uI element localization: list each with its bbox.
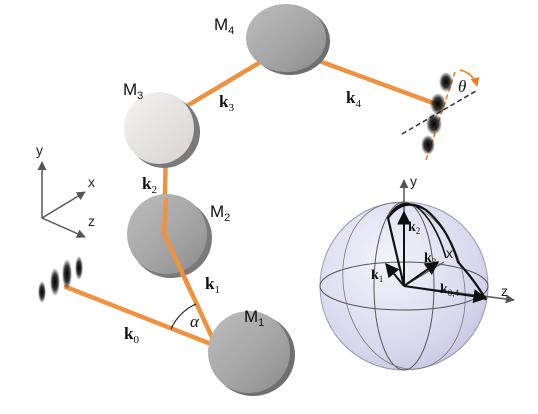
label-k0: k0 [124, 324, 139, 346]
sphere-label-k04: k0,4 [440, 282, 460, 298]
frame-label-x: x [88, 174, 95, 190]
mirror-m4 [246, 4, 330, 75]
theta-arrow [459, 69, 480, 87]
sphere-label-k2: k2 [408, 220, 420, 236]
input-pulse [38, 256, 83, 303]
sphere-label-z: z [501, 283, 508, 299]
sphere-label-k1: k1 [371, 268, 383, 284]
label-m2: M2 [210, 202, 230, 224]
label-m1: M1 [244, 307, 264, 329]
sphere [319, 179, 515, 371]
sphere-vector-k1 [385, 262, 405, 287]
frame-z-axis [41, 217, 86, 238]
frame-x-axis [41, 191, 86, 219]
beam-k2-front [161, 197, 169, 236]
sphere-label-x: x [446, 245, 453, 261]
output-pulse: θ [401, 69, 480, 161]
sphere-label-k3: k3 [424, 251, 437, 267]
sphere-trajectory-2 [387, 202, 447, 259]
label-m4: M4 [214, 15, 234, 37]
frame-label-y: y [36, 142, 43, 158]
mirror-m3 [124, 92, 200, 168]
label-k1: k1 [205, 274, 220, 296]
alpha-arc [170, 303, 197, 330]
coordinate-frame [37, 161, 86, 238]
label-k4: k4 [346, 88, 361, 110]
frame-label-z: z [88, 213, 95, 229]
mirror-m2 [127, 194, 212, 278]
sphere-meridian-2 [342, 202, 466, 370]
sphere-vector-k3 [403, 261, 440, 287]
beam-k1-front [161, 230, 193, 293]
label-m3: M3 [123, 80, 143, 102]
label-alpha: α [190, 312, 200, 331]
sphere-vector-k04 [403, 285, 488, 304]
sphere-trajectory [386, 203, 487, 301]
label-k3: k3 [219, 92, 234, 114]
beam-k0 [63, 284, 219, 349]
label-theta: θ [458, 77, 466, 96]
sphere-label-y: y [410, 173, 417, 189]
mirror-m1 [208, 311, 295, 396]
label-k2: k2 [142, 174, 157, 196]
